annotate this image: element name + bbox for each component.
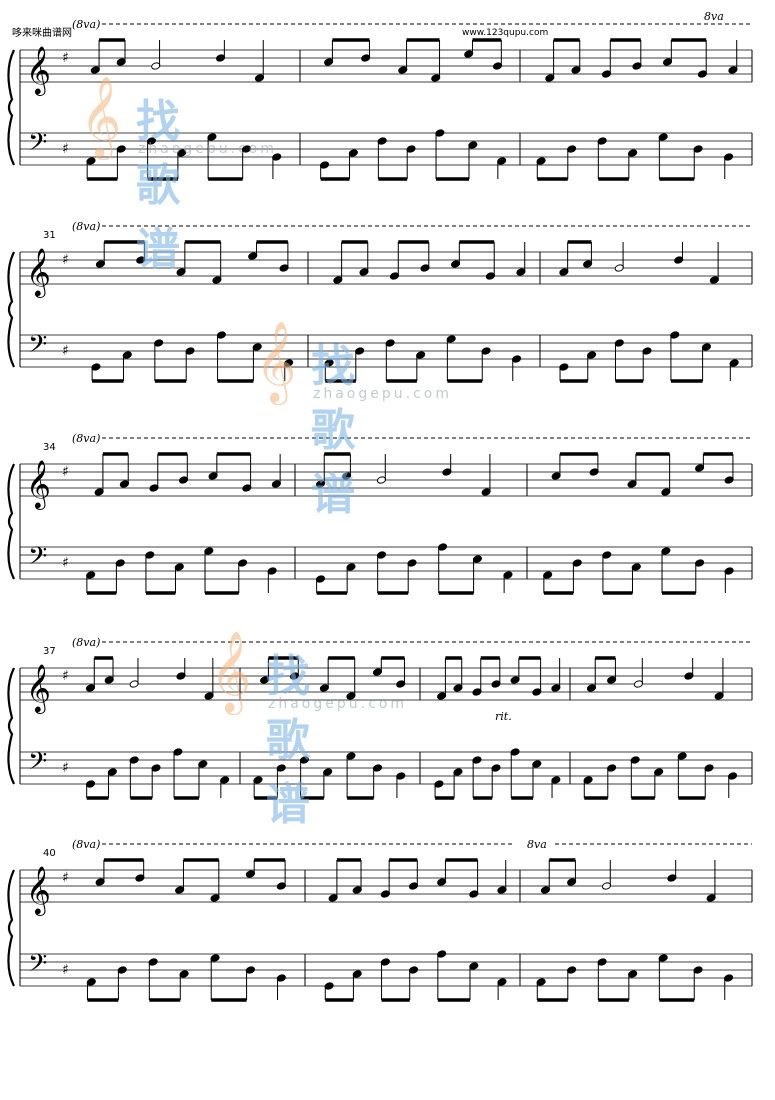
- ottava-mark: 8va: [527, 838, 547, 851]
- measure-number: 37: [43, 646, 56, 657]
- key-signature-sharp: ♯: [62, 962, 69, 978]
- ritardando-mark: rit.: [495, 710, 512, 723]
- system-brace: [7, 869, 15, 987]
- system-brace: [7, 251, 15, 368]
- site-name-left: 哆来咪曲谱网: [12, 28, 72, 39]
- key-signature-sharp: ♯: [62, 555, 69, 571]
- system-brace: [7, 463, 15, 580]
- key-signature-sharp: ♯: [62, 464, 69, 480]
- ottava-mark: (8va): [72, 432, 100, 445]
- measure-number: 40: [43, 848, 56, 859]
- key-signature-sharp: ♯: [62, 252, 69, 268]
- ottava-mark: (8va): [72, 636, 100, 649]
- bass-clef: 𝄢: [28, 128, 47, 163]
- ottava-mark: (8va): [72, 220, 100, 233]
- bass-clef: 𝄢: [28, 542, 47, 577]
- measure-number: 31: [43, 230, 56, 241]
- key-signature-sharp: ♯: [62, 668, 69, 684]
- measure-number: 34: [43, 442, 56, 453]
- treble-clef: 𝄞: [26, 459, 51, 510]
- system-brace: [7, 667, 15, 785]
- key-signature-sharp: ♯: [62, 343, 69, 359]
- bass-clef: 𝄢: [28, 330, 47, 365]
- ottava-mark: (8va): [72, 18, 100, 31]
- bass-clef: 𝄢: [28, 949, 47, 984]
- treble-clef: 𝄞: [26, 865, 51, 916]
- ottava-top-right: 8va: [704, 10, 724, 23]
- key-signature-sharp: ♯: [62, 760, 69, 776]
- treble-clef: 𝄞: [26, 663, 51, 714]
- system-brace: [7, 49, 15, 166]
- site-url: www.123qupu.com: [462, 28, 549, 38]
- key-signature-sharp: ♯: [62, 870, 69, 886]
- key-signature-sharp: ♯: [62, 50, 69, 66]
- treble-clef: 𝄞: [26, 45, 51, 96]
- ottava-mark: (8va): [72, 838, 100, 851]
- key-signature-sharp: ♯: [62, 141, 69, 157]
- treble-clef: 𝄞: [26, 247, 51, 298]
- bass-clef: 𝄢: [28, 747, 47, 782]
